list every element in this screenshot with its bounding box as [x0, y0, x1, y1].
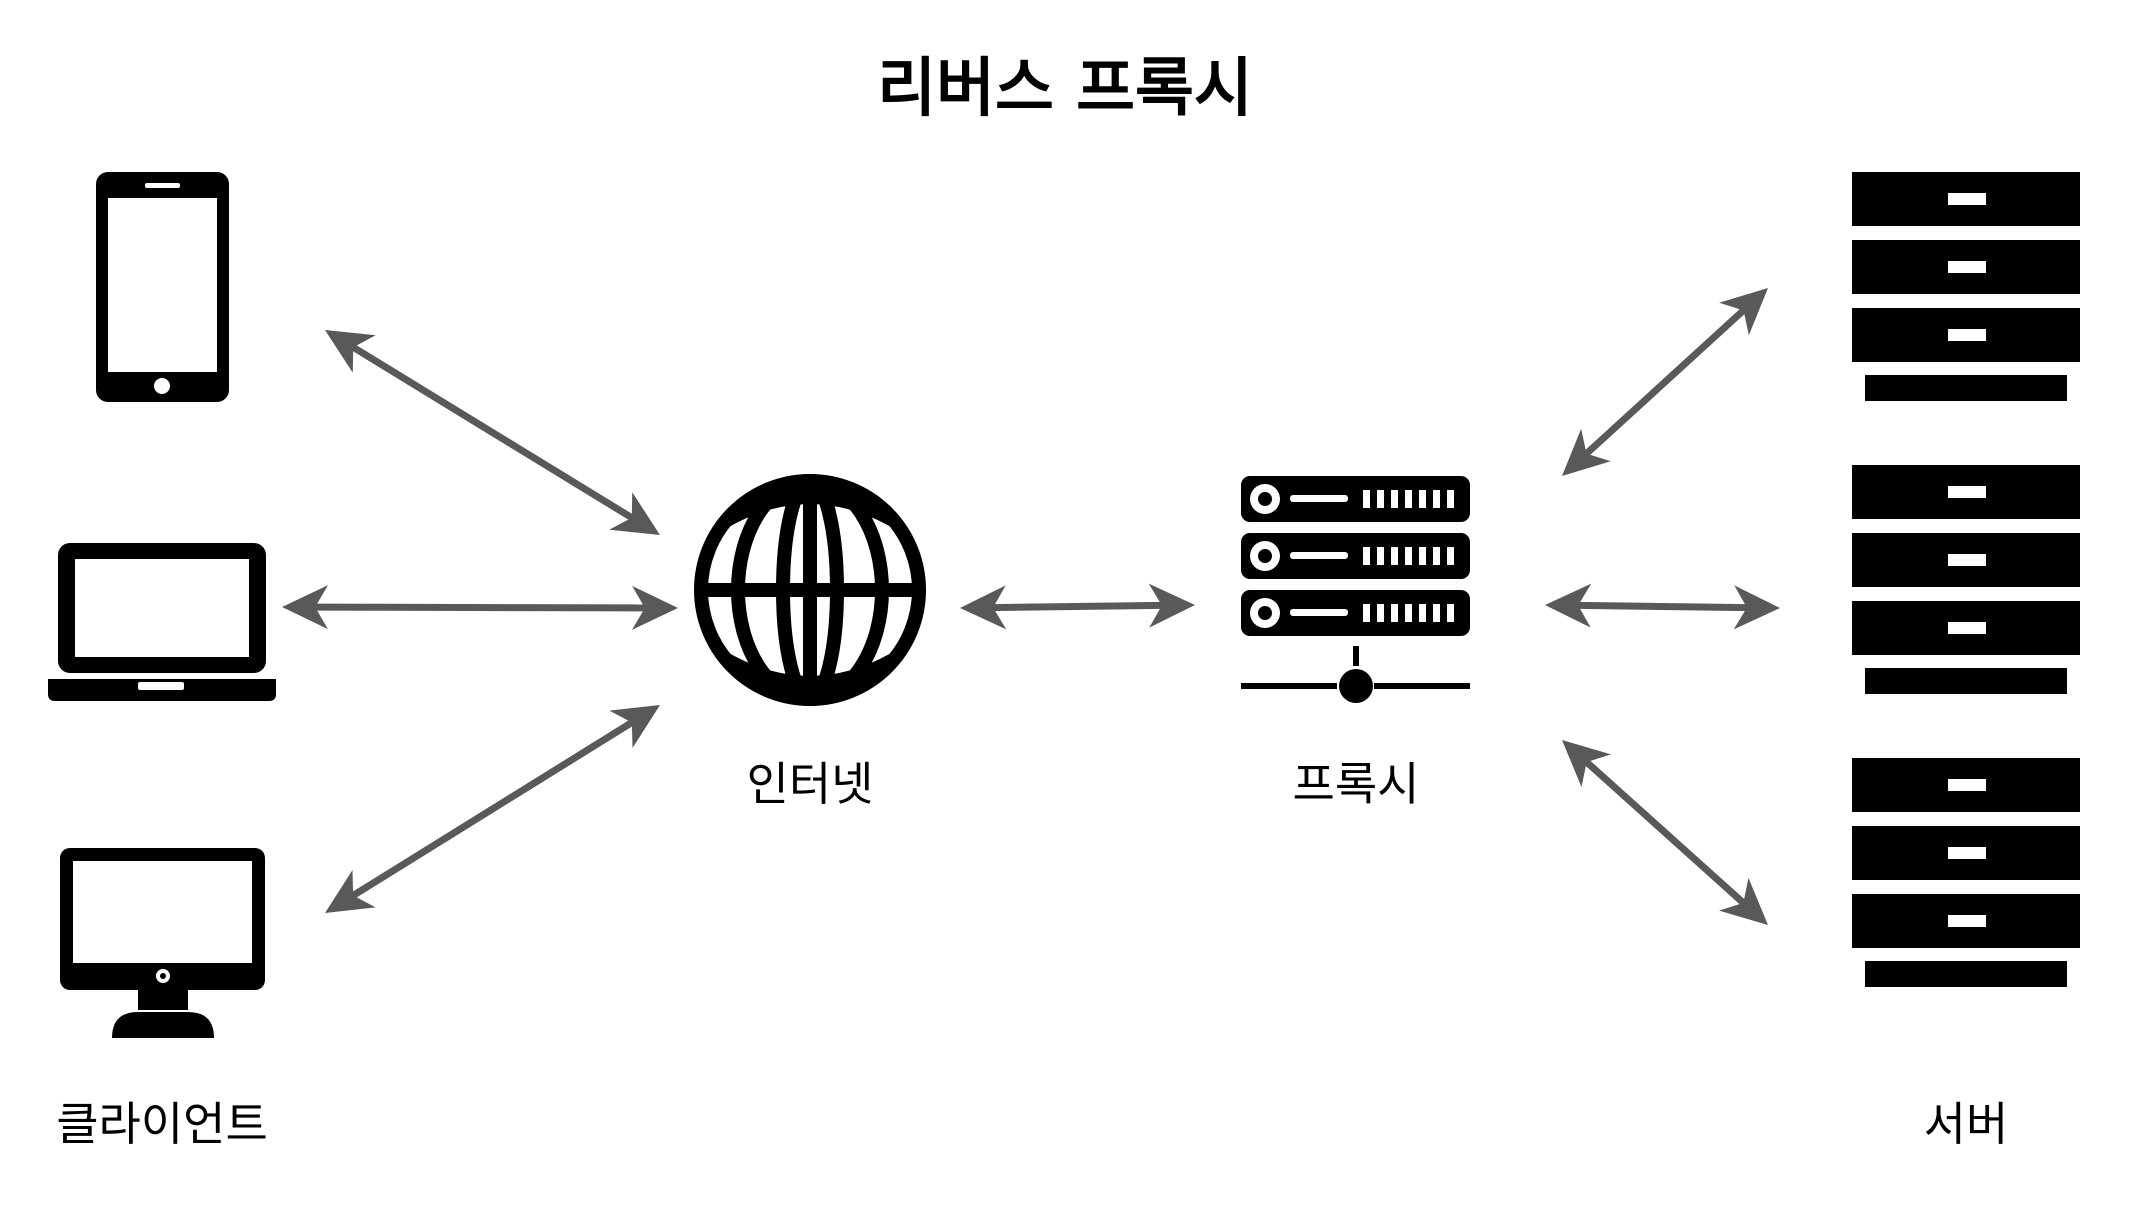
server-rack-icon [1241, 476, 1470, 703]
arrow-head-start [1562, 740, 1611, 788]
arrow-line [1583, 307, 1747, 457]
arrow-line [1583, 758, 1747, 907]
diagram-title: 리버스 프록시 [877, 52, 1253, 126]
server-cabinet-icon [1852, 172, 2080, 401]
arrow-line [314, 603, 646, 612]
arrow-line [992, 601, 1163, 612]
arrow-line [1577, 601, 1748, 612]
server-cabinet-icon [1852, 465, 2080, 694]
arrow-head-start [1562, 428, 1611, 476]
label-client: 클라이언트 [56, 1097, 268, 1151]
desktop-monitor-icon [60, 848, 265, 1038]
arrow-head-end [1719, 288, 1768, 336]
arrow-head-end [1148, 583, 1195, 628]
arrows-group [282, 288, 1780, 925]
arrow-internet-proxy [960, 583, 1195, 630]
arrow-head-end [609, 705, 660, 748]
arrow-head-start [325, 330, 376, 373]
smartphone-icon [96, 172, 229, 402]
arrow-head-end [609, 492, 660, 535]
arrow-head-start [960, 585, 1007, 630]
arrow-proxy-server-3 [1562, 740, 1768, 925]
arrow-head-end [1733, 585, 1780, 630]
arrow-proxy-server-2 [1545, 583, 1780, 630]
arrow-head-start [1545, 583, 1592, 628]
server-cabinet-icon [1852, 758, 2080, 987]
arrow-smartphone-internet [325, 330, 660, 535]
arrow-proxy-server-1 [1562, 288, 1768, 476]
arrow-laptop-internet [282, 585, 678, 630]
arrow-desktop-internet [325, 705, 660, 913]
label-proxy: 프록시 [1293, 757, 1420, 811]
arrow-head-start [282, 585, 329, 630]
globe-icon [694, 474, 926, 706]
laptop-icon [48, 543, 276, 701]
arrow-head-end [631, 585, 678, 630]
arrow-line [350, 343, 635, 522]
arrow-head-end [1719, 877, 1768, 925]
arrow-line [350, 719, 635, 899]
label-server: 서버 [1924, 1097, 2009, 1151]
arrow-head-start [325, 870, 376, 913]
label-internet: 인터넷 [747, 757, 874, 811]
